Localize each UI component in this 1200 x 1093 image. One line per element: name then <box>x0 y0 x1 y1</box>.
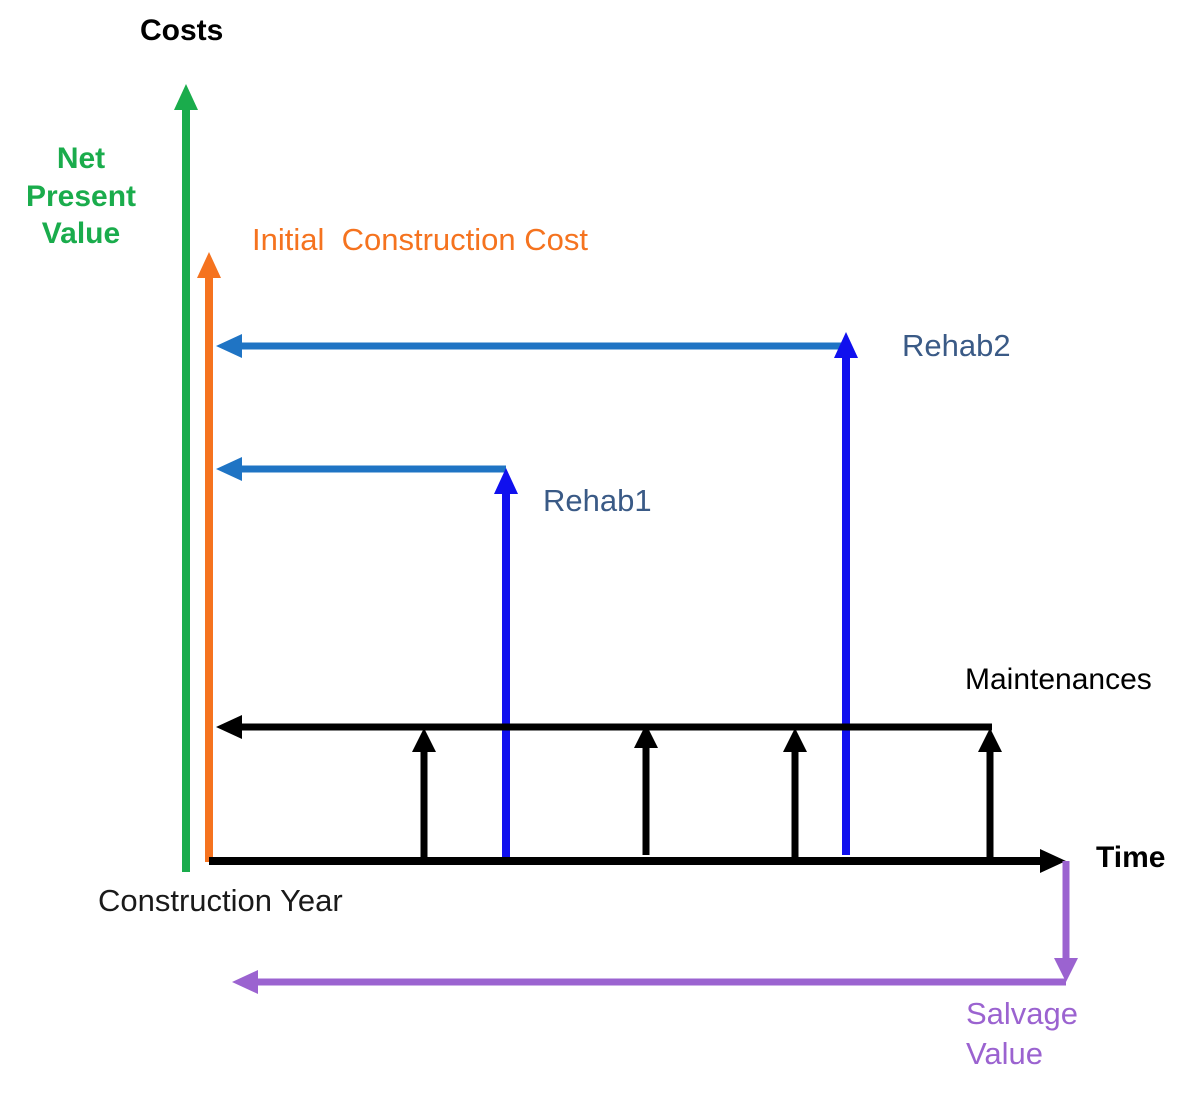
rehab1-discount-arrow <box>216 457 506 481</box>
time-axis-head <box>1040 849 1066 873</box>
rehab1-cost-head <box>494 468 518 494</box>
maintenance-arrow-2-head <box>634 724 658 748</box>
rehab2-discount-arrow <box>216 334 846 358</box>
maintenance-arrow-1 <box>412 728 436 858</box>
maintenance-discount-head <box>216 715 242 739</box>
salvage-value-label: Salvage Value <box>966 994 1078 1075</box>
maintenance-arrow-4-head <box>978 728 1002 752</box>
rehab1-discount-head <box>216 457 242 481</box>
net-present-value-line-2: Present <box>25 179 137 213</box>
net-present-value-label: Net Present Value <box>14 140 148 253</box>
maintenance-arrow-1-head <box>412 728 436 752</box>
net-present-value-line-3: Value <box>41 217 121 250</box>
salvage-value-line-1: Salvage <box>966 996 1079 1031</box>
rehab2-label: Rehab2 <box>902 328 1011 363</box>
time-axis-label: Time <box>1096 841 1166 874</box>
maintenance-arrow-3-head <box>783 728 807 752</box>
rehab1-label: Rehab1 <box>543 483 652 518</box>
net-present-value-line-1: Net <box>56 142 106 175</box>
rehab2-cost-arrow <box>834 332 858 855</box>
initial-cost-arrow <box>197 252 221 862</box>
maintenances-label: Maintenances <box>965 663 1152 696</box>
salvage-left-head <box>232 970 258 994</box>
maintenance-arrow-3 <box>783 728 807 858</box>
time-axis-arrow <box>209 849 1066 873</box>
maintenance-discount-arrow <box>216 715 992 739</box>
initial-construction-cost-label: Initial Construction Cost <box>252 222 588 257</box>
salvage-down-head <box>1054 958 1078 982</box>
construction-year-label: Construction Year <box>98 883 343 918</box>
rehab2-discount-head <box>216 334 242 358</box>
salvage-value-arrow <box>232 861 1078 994</box>
initial-cost-arrow-head <box>197 252 221 278</box>
salvage-value-line-2: Value <box>966 1036 1043 1072</box>
maintenance-arrow-2 <box>634 724 658 855</box>
costs-axis-label: Costs <box>140 14 224 47</box>
rehab1-cost-arrow <box>494 468 518 858</box>
npv-arrow <box>174 84 198 872</box>
npv-arrow-head <box>174 84 198 110</box>
maintenance-arrow-4 <box>978 728 1002 858</box>
rehab2-cost-head <box>834 332 858 358</box>
